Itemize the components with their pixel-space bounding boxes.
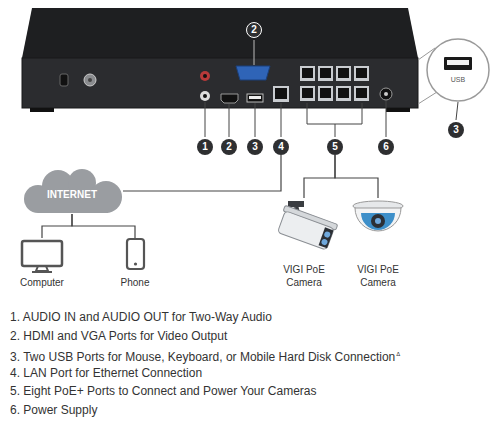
connector-line xyxy=(335,155,378,198)
callout-number: 2 xyxy=(221,139,237,155)
computer-icon xyxy=(22,241,62,272)
computer-node: Computer xyxy=(12,238,72,289)
camera-node: VIGI PoE Camera xyxy=(268,198,340,289)
callout-text: 3 xyxy=(453,125,459,135)
phone-icon xyxy=(127,239,144,269)
feature-item: 4. LAN Port for Ethernet Connection xyxy=(10,366,202,380)
bullet-camera xyxy=(276,201,338,251)
list-line: 6. Power Supply xyxy=(10,403,97,418)
callout-number: 3 xyxy=(247,139,263,155)
feature-item: 5. Eight PoE+ Ports to Connect and Power… xyxy=(10,384,317,398)
dome-camera xyxy=(353,201,403,231)
feature-item: 6. Power Supply xyxy=(10,403,97,417)
callout-text: 5 xyxy=(332,142,338,152)
footnote-mark: Δ xyxy=(396,351,400,357)
list-line: 4. LAN Port for Ethernet Connection xyxy=(10,366,202,381)
list-line: 1. AUDIO IN and AUDIO OUT for Two-Way Au… xyxy=(10,310,272,325)
phone-node: Phone xyxy=(106,238,164,289)
feature-item: 2. HDMI and VGA Ports for Video Output xyxy=(10,329,227,343)
callout-number: 4 xyxy=(273,139,289,155)
node-text: Phone xyxy=(106,276,164,289)
callout-text: 1 xyxy=(202,142,208,152)
callout-number: 3 xyxy=(448,122,464,138)
connector-line xyxy=(42,214,72,238)
node-text: VIGI PoE Camera xyxy=(352,263,404,289)
callout-text: 6 xyxy=(383,142,389,152)
callout-text: 3 xyxy=(252,142,258,152)
callout-text: 2 xyxy=(226,142,232,152)
connector-line xyxy=(72,214,135,238)
connector-line xyxy=(304,155,335,198)
list-line: 2. HDMI and VGA Ports for Video Output xyxy=(10,329,227,344)
camera-node: VIGI PoE Camera xyxy=(342,198,414,289)
callout-number: 6 xyxy=(378,139,394,155)
node-text: VIGI PoE Camera xyxy=(278,263,330,289)
feature-item: 3. Two USB Ports for Mouse, Keyboard, or… xyxy=(10,350,395,364)
node-text: INTERNET xyxy=(47,189,97,200)
callout-number: 5 xyxy=(327,139,343,155)
port-label: USB xyxy=(444,75,472,84)
leader-lines xyxy=(205,40,458,137)
node-text: Computer xyxy=(12,276,72,289)
connector-line xyxy=(123,155,281,191)
callout-text: 2 xyxy=(251,25,257,35)
usb-zoom xyxy=(427,39,489,101)
callout-text: 4 xyxy=(278,142,284,152)
callout-number: 1 xyxy=(197,139,213,155)
feature-item: 1. AUDIO IN and AUDIO OUT for Two-Way Au… xyxy=(10,310,272,324)
callout-number: 2 xyxy=(246,22,262,38)
internet-cloud: INTERNET xyxy=(20,168,124,214)
list-line: 5. Eight PoE+ Ports to Connect and Power… xyxy=(10,384,317,399)
nvr-device xyxy=(22,8,418,112)
list-line: 3. Two USB Ports for Mouse, Keyboard, or… xyxy=(10,347,400,365)
